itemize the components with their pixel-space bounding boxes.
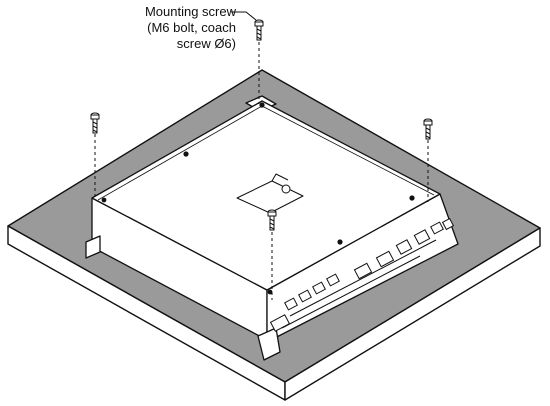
label-plate-tab — [271, 173, 289, 182]
mounting-hole-icon — [409, 195, 415, 201]
mounting-hole-icon — [267, 289, 273, 295]
mounting-screw-icon — [267, 209, 277, 231]
mounting-holes — [101, 102, 415, 295]
mounting-hole-icon — [183, 151, 189, 157]
mounting-hole-icon — [259, 102, 265, 108]
mounting-hole-icon — [337, 239, 343, 245]
unit-front-flange — [257, 327, 281, 361]
terminal-block — [269, 217, 455, 332]
mounting-screw-callout: Mounting screw (M6 bolt, coach screw Ø6) — [118, 4, 236, 52]
mounting-hole-icon — [101, 197, 107, 203]
unit-left-flange — [85, 235, 101, 259]
board-right-edge — [284, 227, 541, 401]
callout-line-3: screw Ø6) — [176, 36, 236, 51]
callout-line-1: Mounting screw — [144, 4, 236, 19]
label-plate-hole — [281, 184, 291, 194]
mounting-screw-icon — [254, 19, 264, 41]
callout-leader-line — [231, 11, 257, 21]
callout-line-2: (M6 bolt, coach — [147, 20, 236, 35]
alignment-lines — [94, 42, 429, 300]
mounting-screw-icon — [90, 112, 100, 134]
screws — [90, 19, 433, 231]
mounting-screw-icon — [423, 118, 433, 140]
